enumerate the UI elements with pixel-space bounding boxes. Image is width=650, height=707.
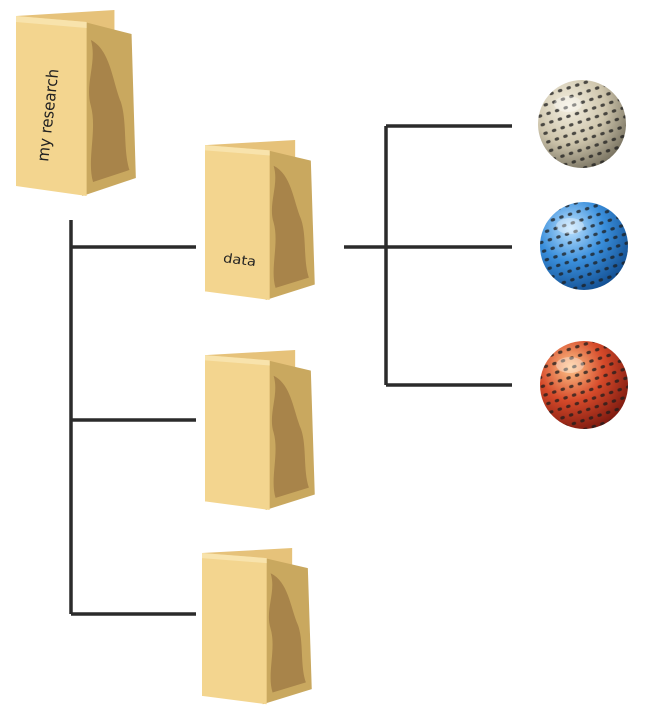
folder-3[interactable] (202, 548, 312, 705)
folder-data[interactable]: data (205, 140, 315, 300)
data-item-blue[interactable] (529, 191, 640, 302)
dotted-sphere-icon (540, 341, 628, 429)
folder-2[interactable] (205, 350, 315, 510)
folder-icon (202, 548, 312, 705)
data-connector (344, 124, 512, 387)
folder-icon (205, 140, 315, 300)
dotted-sphere-icon (538, 80, 626, 168)
dotted-sphere-icon (540, 202, 628, 290)
root-folder[interactable]: my research (16, 10, 136, 196)
root-connector (69, 220, 196, 616)
folder-icon (16, 10, 136, 196)
data-item-grey[interactable] (527, 69, 638, 180)
folder-icon (205, 350, 315, 510)
data-item-red[interactable] (529, 330, 640, 441)
folder-data-label: data (222, 251, 257, 270)
